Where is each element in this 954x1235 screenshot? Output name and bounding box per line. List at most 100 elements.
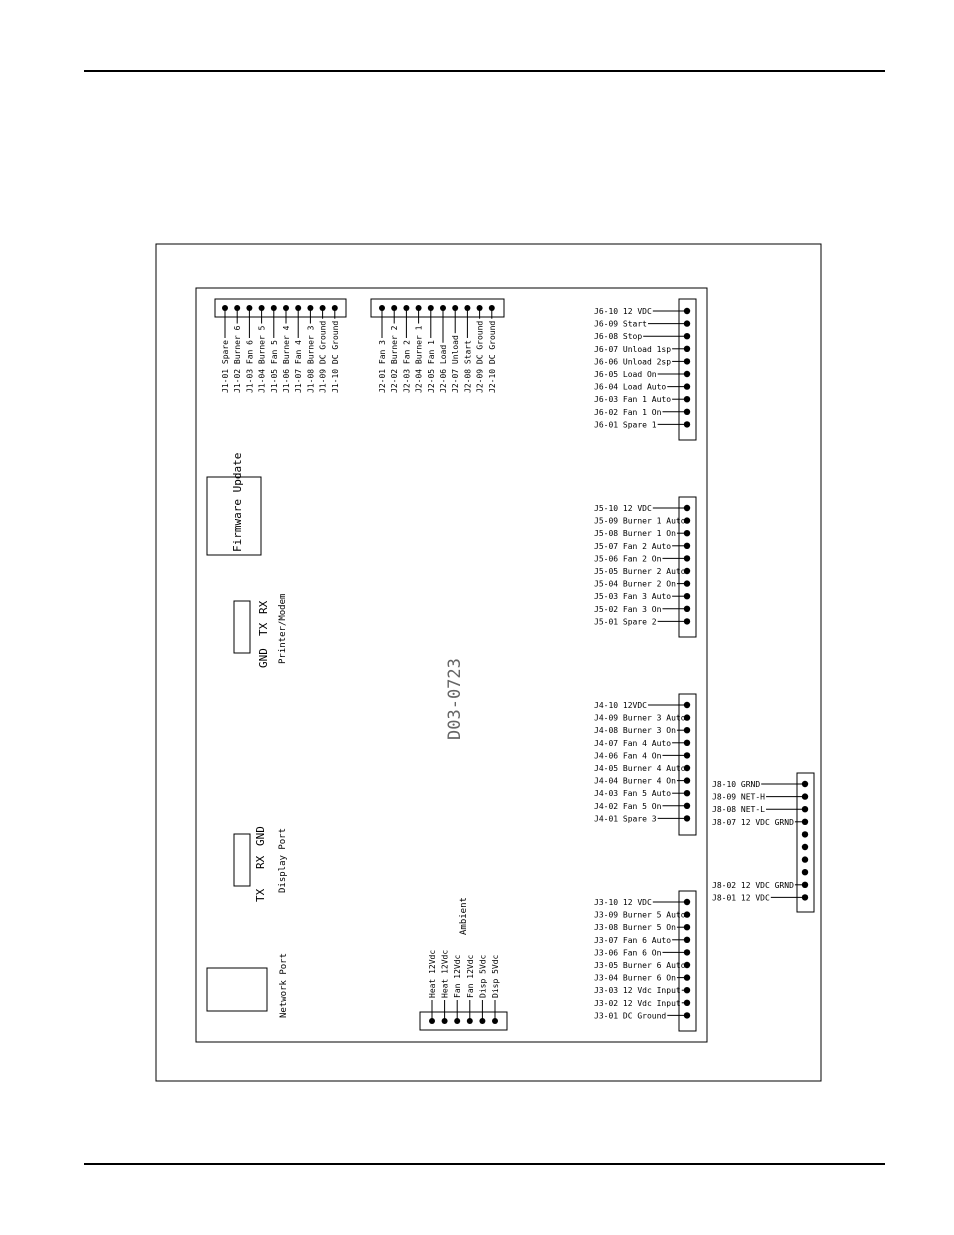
pin-dot [683,815,691,822]
pin-dot [683,924,691,931]
pin-dot [683,739,691,746]
pin-dot [683,421,691,428]
pin-label: J3-07 Fan 6 Auto [594,936,671,945]
pin-label: J2-09 DC Ground [476,321,485,393]
pin-dot [683,777,691,784]
pin-label: J8-07 12 VDC GRND [712,818,794,827]
j8-connector [796,772,815,913]
header-rule [84,70,885,72]
pin-label: J3-02 12 Vdc Input [594,999,681,1008]
pin-label: J3-05 Burner 6 Auto [594,961,686,970]
pin-dot [683,517,691,524]
board-outline [195,287,708,1043]
pin-dot [683,358,691,365]
pin-label: J6-05 Load On [594,370,657,379]
pin-dot [683,727,691,734]
pin-label: J8-08 NET-L [712,805,765,814]
pin-label: J5-09 Burner 1 Auto [594,517,686,526]
pin-dot [683,898,691,906]
pin-label: J5-05 Burner 2 Auto [594,567,686,576]
pin-label: J4-10 12VDC [594,701,647,710]
pin-label: J2-05 Fan 1 [427,340,436,393]
pin-dot [801,894,809,901]
j3-connector [678,890,697,1032]
pin-label: J4-05 Burner 4 Auto [594,764,686,773]
pin-label: J1-08 Burner 3 [306,325,315,393]
j5-connector [678,496,697,638]
pin-label: J1-10 DC Ground [331,321,340,393]
pin-dot [801,793,809,800]
pin-dot [683,370,691,378]
pin-dot [801,881,809,888]
pin-dot [683,320,691,327]
pin-dot [801,818,809,825]
pin-label: J3-03 12 Vdc Input [594,986,681,995]
display-pin-tx: TX [254,888,267,902]
pin-dot [683,764,691,772]
pin-label: Fan 12Vdc [453,954,462,998]
pin-label: J2-07 Unload [451,335,460,393]
pin-dot [683,974,691,981]
network-port-label: Network Port [279,953,289,1018]
j4-connector [678,693,697,836]
pin-dot [683,333,691,340]
pin-label: J6-07 Unload 1sp [594,345,671,354]
pin-label: J8-10 GRND [712,780,760,789]
pin-label: J2-02 Burner 2 [390,325,399,393]
display-pin-gnd: GND [254,826,267,846]
pin-label: Fan 12Vdc [466,954,475,998]
pin-dot [683,752,691,759]
pin-label: J4-08 Burner 3 On [594,726,676,735]
pin-label: J4-04 Burner 4 On [594,777,676,786]
pin-label: J6-08 Stop [594,332,642,341]
pin-label: J6-06 Unload 2sp [594,357,671,366]
pin-label: J4-02 Fan 5 On [594,802,662,811]
pin-dot [683,961,691,969]
pin-dot [683,396,691,403]
pin-label: J1-02 Burner 6 [233,325,242,393]
display-pin-rx: RX [254,855,267,869]
pin-label: Disp 5Vdc [478,954,487,998]
pin-dot [683,714,691,721]
pin-label: J2-01 Fan 3 [378,340,387,393]
pin-label: J1-05 Fan 5 [270,340,279,393]
printer-modem-label: Printer/Modem [278,594,288,664]
pin-dot [683,987,691,994]
footer-rule [84,1163,885,1165]
pin-dot [683,530,691,537]
pin-label: J4-01 Spare 3 [594,814,657,823]
pin-label: J6-09 Start [594,320,647,329]
pin-dot [683,555,691,562]
ambient-connector [419,1011,508,1031]
pin-label: J2-08 Start [463,340,472,393]
pin-dot [683,618,691,625]
pin-label: J4-09 Burner 3 Auto [594,714,686,723]
pin-dot [683,1012,691,1019]
pin-label: J8-02 12 VDC GRND [712,881,794,890]
pin-label: J1-03 Fan 6 [245,340,254,393]
pin-label: J4-07 Fan 4 Auto [594,739,671,748]
printer-pin-gnd: GND [257,648,270,668]
pin-dot [801,869,809,876]
pin-dot [801,831,809,838]
pin-label: J6-01 Spare 1 [594,420,657,429]
pin-dot [683,567,691,575]
pin-dot [683,605,691,612]
pin-label: J8-09 NET-H [712,793,765,802]
pin-label: J5-03 Fan 3 Auto [594,592,671,601]
pin-label: J3-01 DC Ground [594,1011,666,1020]
pin-dot [801,806,809,813]
pin-label: J5-04 Burner 2 On [594,580,676,589]
pin-dot [683,580,691,587]
pin-label: J2-03 Fan 2 [402,340,411,393]
pin-dot [683,936,691,943]
printer-pin-rx: RX [257,600,270,614]
pin-label: J2-10 DC Ground [488,321,497,393]
pin-label: J4-06 Fan 4 On [594,751,662,760]
display-port-connector [233,833,251,887]
pin-label: J5-07 Fan 2 Auto [594,542,671,551]
pin-label: J4-03 Fan 5 Auto [594,789,671,798]
firmware-update-label: Firmware Update [231,453,244,552]
pin-dot [683,802,691,809]
